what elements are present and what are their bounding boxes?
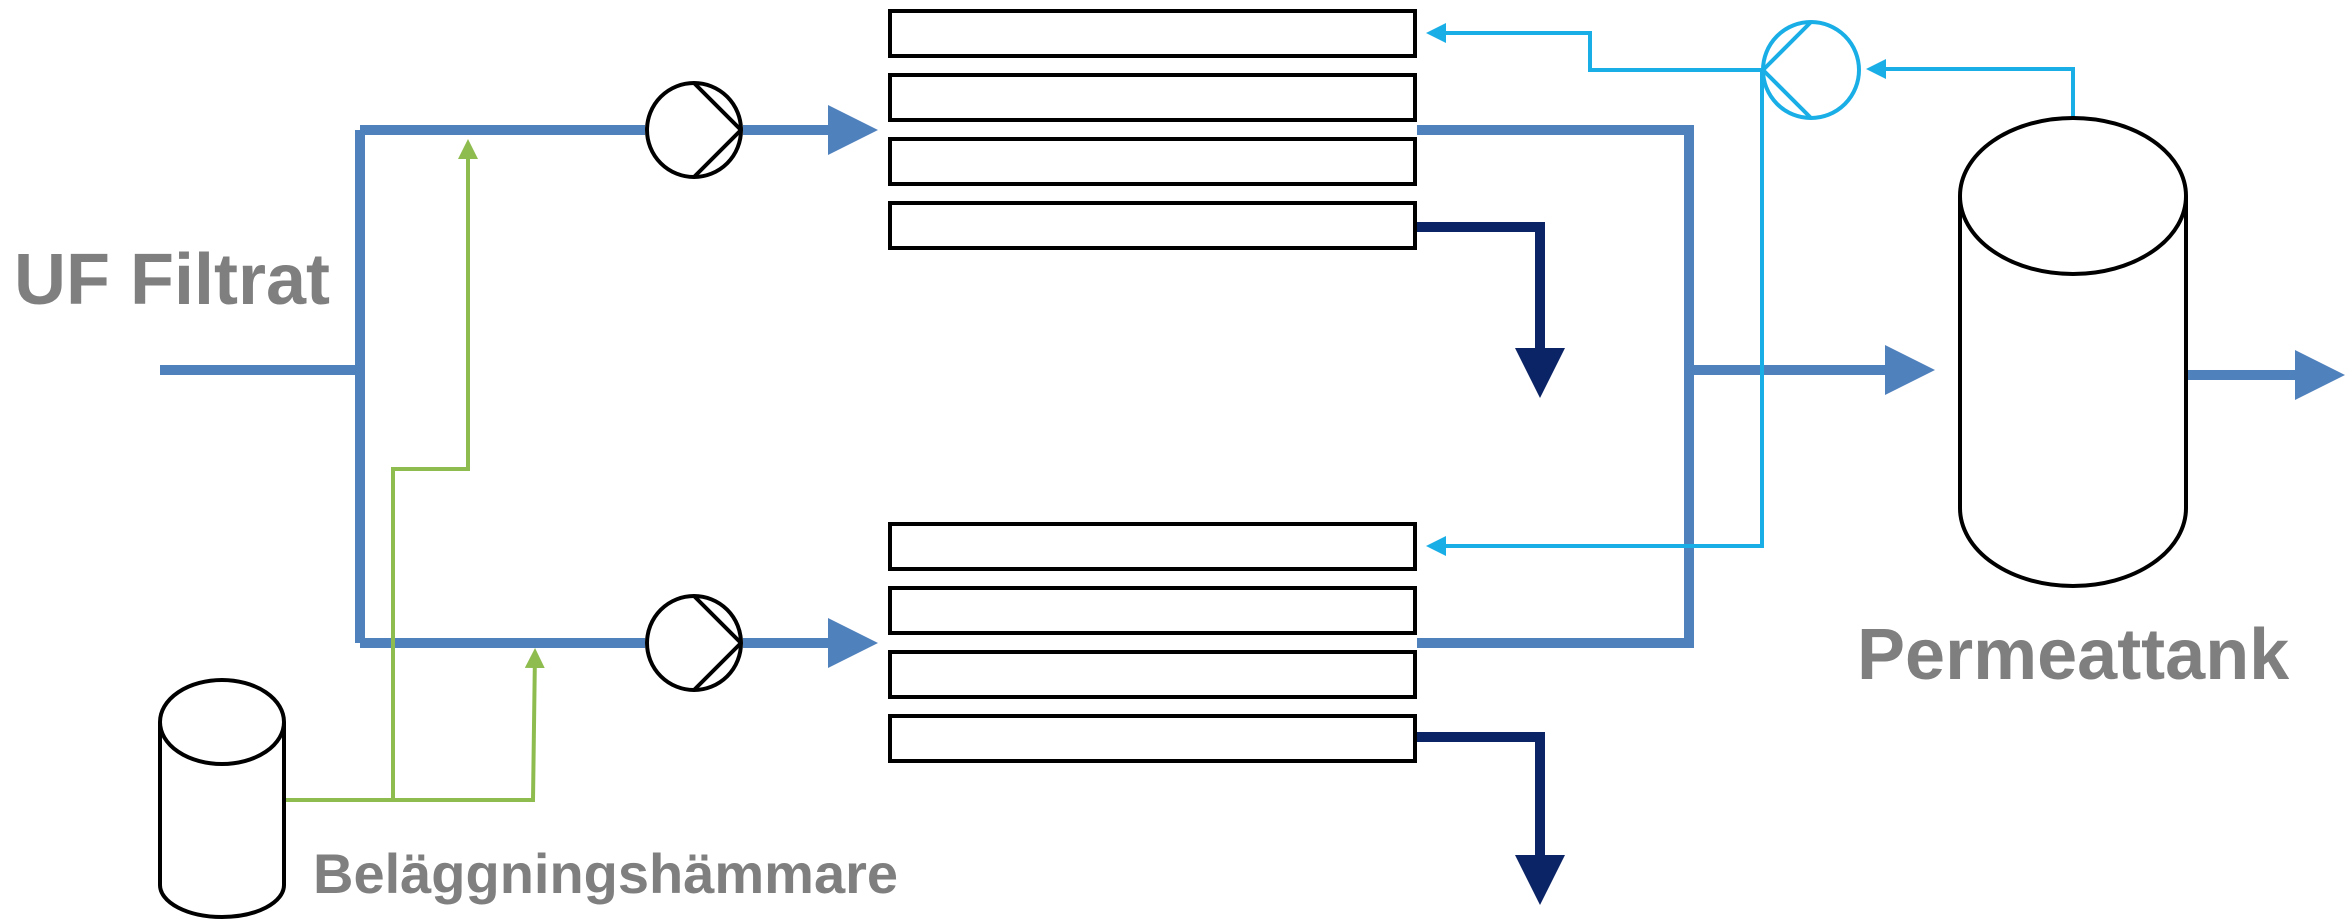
membrane-module xyxy=(888,73,1417,122)
concentrate-piping xyxy=(1417,222,1565,905)
antiscalant-piping xyxy=(285,139,545,802)
flush-to-upper-train xyxy=(1426,23,1762,72)
membrane-module xyxy=(888,137,1417,186)
flush-to-lower-train xyxy=(1426,70,1764,556)
membrane-module xyxy=(888,522,1417,571)
antiscalant-tank-top xyxy=(158,678,286,766)
feed-piping xyxy=(160,105,878,668)
concentrate-outlet-lower xyxy=(1417,732,1565,905)
membrane-train-lower xyxy=(888,522,1417,763)
pump-lower-casing xyxy=(645,594,743,692)
flush-pump-casing xyxy=(1761,20,1861,120)
permeate-tank-body xyxy=(1958,196,2188,588)
pump-upper xyxy=(645,81,743,179)
permeate-tank-label: Permeattank xyxy=(1857,615,2290,695)
flush-pump xyxy=(1761,20,1861,120)
pump-lower xyxy=(645,594,743,692)
dosing-line-main xyxy=(285,648,545,802)
feed-label: UF Filtrat xyxy=(14,240,330,320)
antiscalant-tank-body xyxy=(158,722,286,919)
membrane-module xyxy=(888,714,1417,763)
membrane-module xyxy=(888,9,1417,58)
dosing-line-upper xyxy=(391,139,478,800)
permeate-tank xyxy=(1958,116,2188,588)
permeate-tank-top xyxy=(1958,116,2188,276)
flush-from-tank xyxy=(1866,59,2075,120)
permeate-upper-line xyxy=(1417,125,1694,648)
membrane-train-upper xyxy=(888,9,1417,250)
pump-upper-casing xyxy=(645,81,743,179)
membrane-module xyxy=(888,201,1417,250)
membrane-module xyxy=(888,586,1417,635)
permeate-piping xyxy=(1417,125,2345,648)
concentrate-outlet-upper xyxy=(1417,222,1565,398)
membrane-module xyxy=(888,650,1417,699)
antiscalant-label: Beläggningshämmare xyxy=(313,842,899,905)
flush-piping xyxy=(1426,23,2075,556)
antiscalant-tank xyxy=(158,678,286,919)
